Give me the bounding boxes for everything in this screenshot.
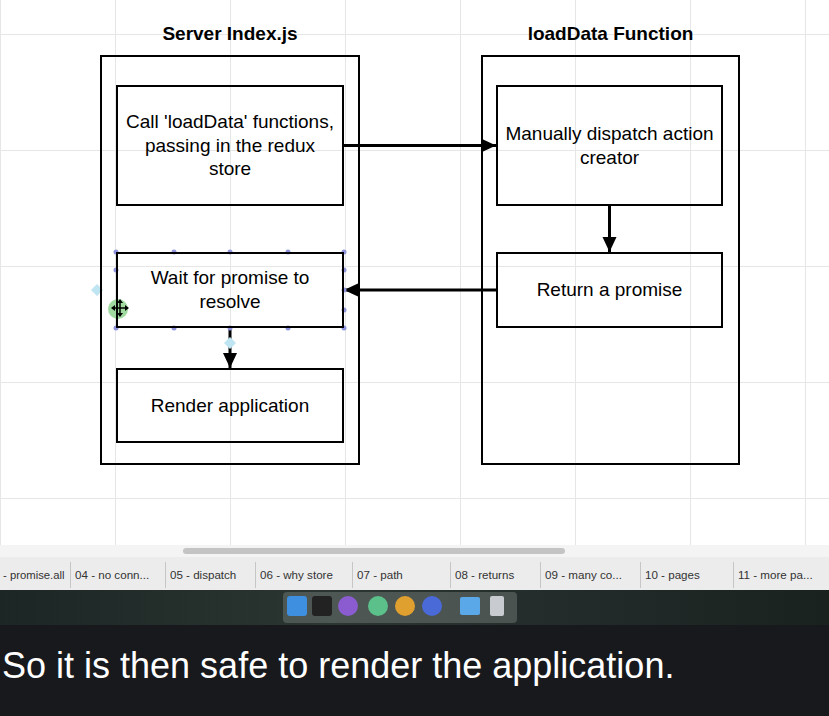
container-box: Server Index.jsCall 'loadData' functions…: [100, 55, 360, 465]
box-label: Wait for promise to resolve: [124, 266, 336, 314]
container-box: loadData FunctionManually dispatch actio…: [481, 55, 740, 465]
file-tab: 09 - many co...: [540, 562, 640, 588]
file-tab: 04 - no conn...: [70, 562, 165, 588]
box-label: Call 'loadData' functions, passing in th…: [124, 110, 336, 181]
box-label: Manually dispatch action creator: [504, 122, 715, 170]
dock-icons: [0, 590, 829, 625]
file-tab: 08 - returns: [450, 562, 540, 588]
box-label: Render application: [151, 394, 309, 418]
subtitle-text: So it is then safe to render the applica…: [2, 645, 674, 687]
tab-bar: - promise.all04 - no conn...05 - dispatc…: [0, 545, 829, 590]
dock-strip: [0, 590, 829, 625]
subtitle-bar: So it is then safe to render the applica…: [0, 625, 829, 716]
scroll-thumb: [183, 548, 565, 554]
box-label: Return a promise: [537, 278, 683, 302]
process-box: Render application: [116, 368, 344, 443]
file-tab: 05 - dispatch: [165, 562, 255, 588]
arrow-connector: [344, 144, 496, 147]
process-box: Return a promise: [496, 252, 723, 328]
file-tab: 07 - path: [352, 562, 450, 588]
file-tab: 10 - pages: [640, 562, 733, 588]
process-box: Call 'loadData' functions, passing in th…: [116, 85, 344, 206]
file-tab: - promise.all: [0, 562, 70, 588]
file-tab: 11 - more pa...: [733, 562, 829, 588]
scroll-track: [0, 545, 829, 557]
arrow-connector: [344, 289, 496, 292]
process-box: Wait for promise to resolve: [116, 252, 344, 328]
container-heading: Server Index.js: [82, 23, 378, 45]
process-box: Manually dispatch action creator: [496, 85, 723, 206]
file-tab: 06 - why store: [255, 562, 352, 588]
arrow-connector: [608, 206, 611, 252]
container-heading: loadData Function: [463, 23, 758, 45]
